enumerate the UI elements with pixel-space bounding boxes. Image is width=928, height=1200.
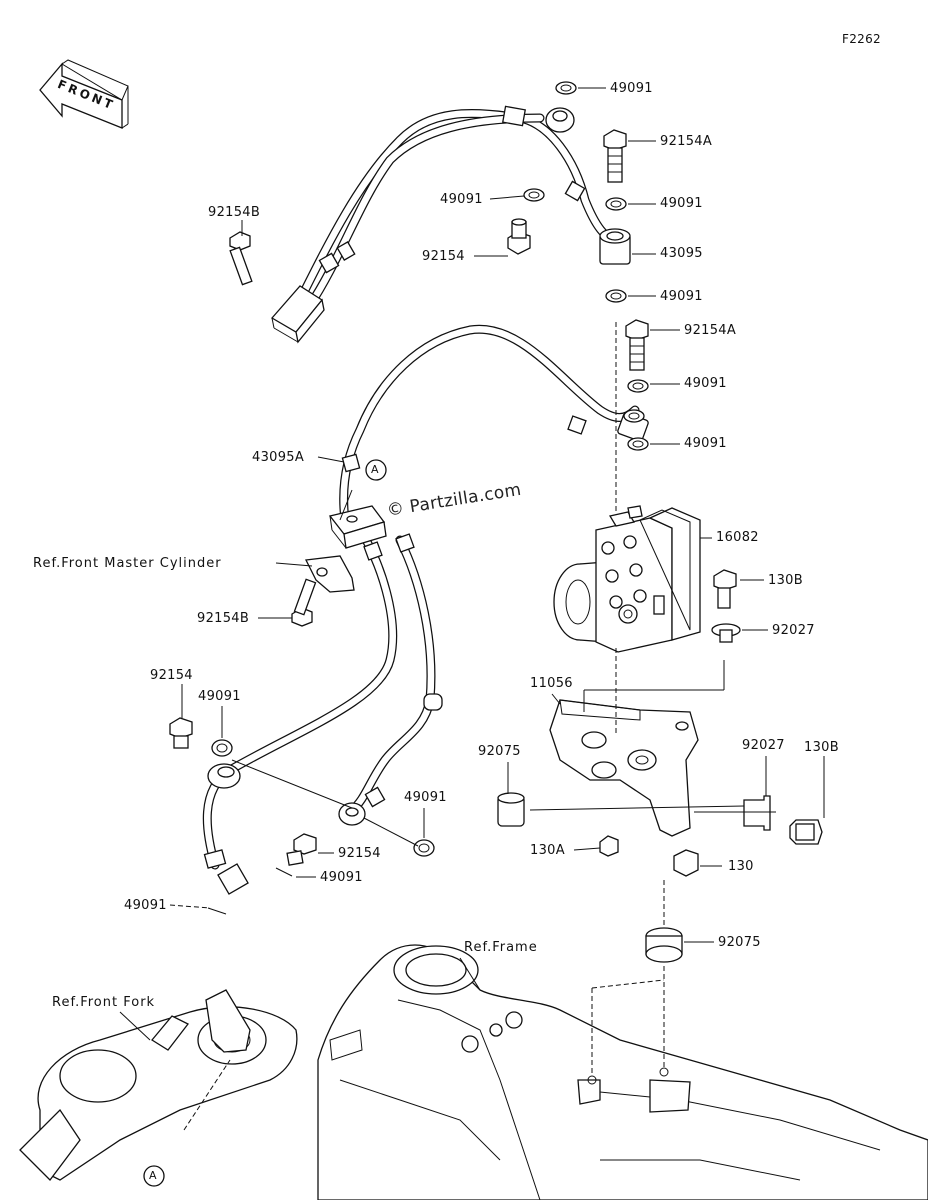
motorcycle-frame [317,944,928,1200]
callout-16082[interactable]: 16082 [716,530,759,545]
callout-92154B-top[interactable]: 92154B [208,205,261,220]
callout-11056[interactable]: 11056 [530,676,573,691]
callout-130[interactable]: 130 [728,859,754,874]
upper-fastener-stack [229,81,627,303]
callout-92154-top[interactable]: 92154 [422,249,465,264]
callout-43095A[interactable]: 43095A [252,450,305,465]
marker-a-bottom-label: A [149,1169,157,1182]
callout-49091-right-4[interactable]: 49091 [684,436,727,451]
callout-130A[interactable]: 130A [530,843,565,858]
middle-brake-hose-43095A [339,324,649,525]
callout-92075-right[interactable]: 92075 [718,935,761,950]
callout-ref-front-fork[interactable]: Ref.Front Fork [52,995,156,1010]
callout-49091-right-1[interactable]: 49091 [660,196,703,211]
reference-marker-a-top [365,459,387,481]
leader-lines [119,87,825,1131]
callout-49091-lower[interactable]: 49091 [320,870,363,885]
callout-49091-left[interactable]: 49091 [198,689,241,704]
upper-brake-hose-43095 [270,105,631,344]
callout-92154-lower[interactable]: 92154 [338,846,381,861]
callout-ref-frame[interactable]: Ref.Frame [464,940,538,955]
callout-49091-bottom-left[interactable]: 49091 [124,898,167,913]
callout-130B-top[interactable]: 130B [768,573,803,588]
callout-49091-center[interactable]: 49091 [404,790,447,805]
callout-92154A-top[interactable]: 92154A [660,134,713,149]
callout-ref-front-master-cylinder[interactable]: Ref.Front Master Cylinder [33,556,222,571]
lower-fasteners [169,578,435,915]
reference-marker-a-bottom [143,1165,165,1187]
callout-49091-right-3[interactable]: 49091 [684,376,727,391]
figure-code: F2262 [842,32,881,46]
front-direction-arrow [39,59,129,129]
marker-a-top-label: A [371,463,379,476]
callout-130B-right[interactable]: 130B [804,740,839,755]
callout-92027-right[interactable]: 92027 [742,738,785,753]
abs-bracket-11056 [549,699,699,837]
middle-fastener-stack [625,319,649,451]
front-fork-triple-clamp [19,989,298,1181]
abs-hydraulic-unit-16082 [553,505,701,653]
callout-49091-top[interactable]: 49091 [610,81,653,96]
callout-92154A-mid[interactable]: 92154A [684,323,737,338]
callout-92154-left[interactable]: 92154 [150,668,193,683]
callout-92027-top[interactable]: 92027 [772,623,815,638]
callout-43095[interactable]: 43095 [660,246,703,261]
lower-brake-hoses [202,505,443,895]
abs-mount-fasteners [711,569,741,643]
callout-49091-hose-left[interactable]: 49091 [440,192,483,207]
callout-49091-right-2[interactable]: 49091 [660,289,703,304]
callout-92154B-mid[interactable]: 92154B [197,611,250,626]
callout-92075-left[interactable]: 92075 [478,744,521,759]
bracket-fasteners [497,792,823,963]
